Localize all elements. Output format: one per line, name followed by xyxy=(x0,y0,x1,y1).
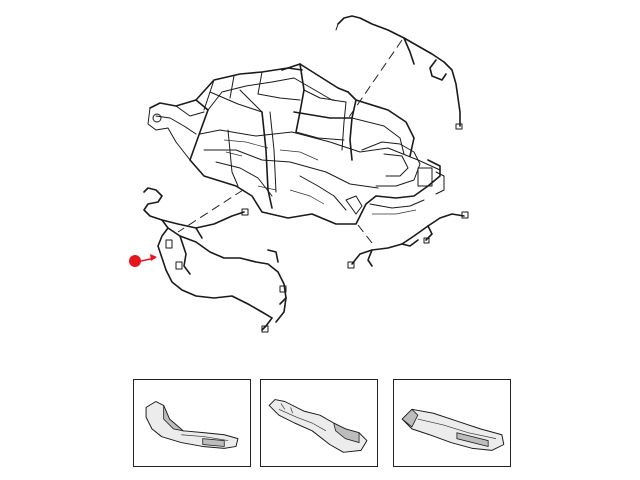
roof-wiring-harness xyxy=(335,15,463,130)
rear-wiring-harness xyxy=(347,211,469,269)
body-wiring-harness xyxy=(143,187,287,333)
inset-panel-1 xyxy=(133,379,251,467)
roll-cage xyxy=(209,63,415,161)
callout-dot xyxy=(129,255,141,267)
sill-panel-variant-3 xyxy=(401,408,505,451)
leader-lines xyxy=(177,39,403,244)
inset-panel-2 xyxy=(260,379,378,467)
inset-panel-3 xyxy=(393,379,511,467)
sill-panel-variant-1 xyxy=(145,401,239,449)
body-frame-shell xyxy=(147,67,445,225)
callout-marker xyxy=(129,254,157,267)
sill-panel-variant-2 xyxy=(268,399,368,453)
